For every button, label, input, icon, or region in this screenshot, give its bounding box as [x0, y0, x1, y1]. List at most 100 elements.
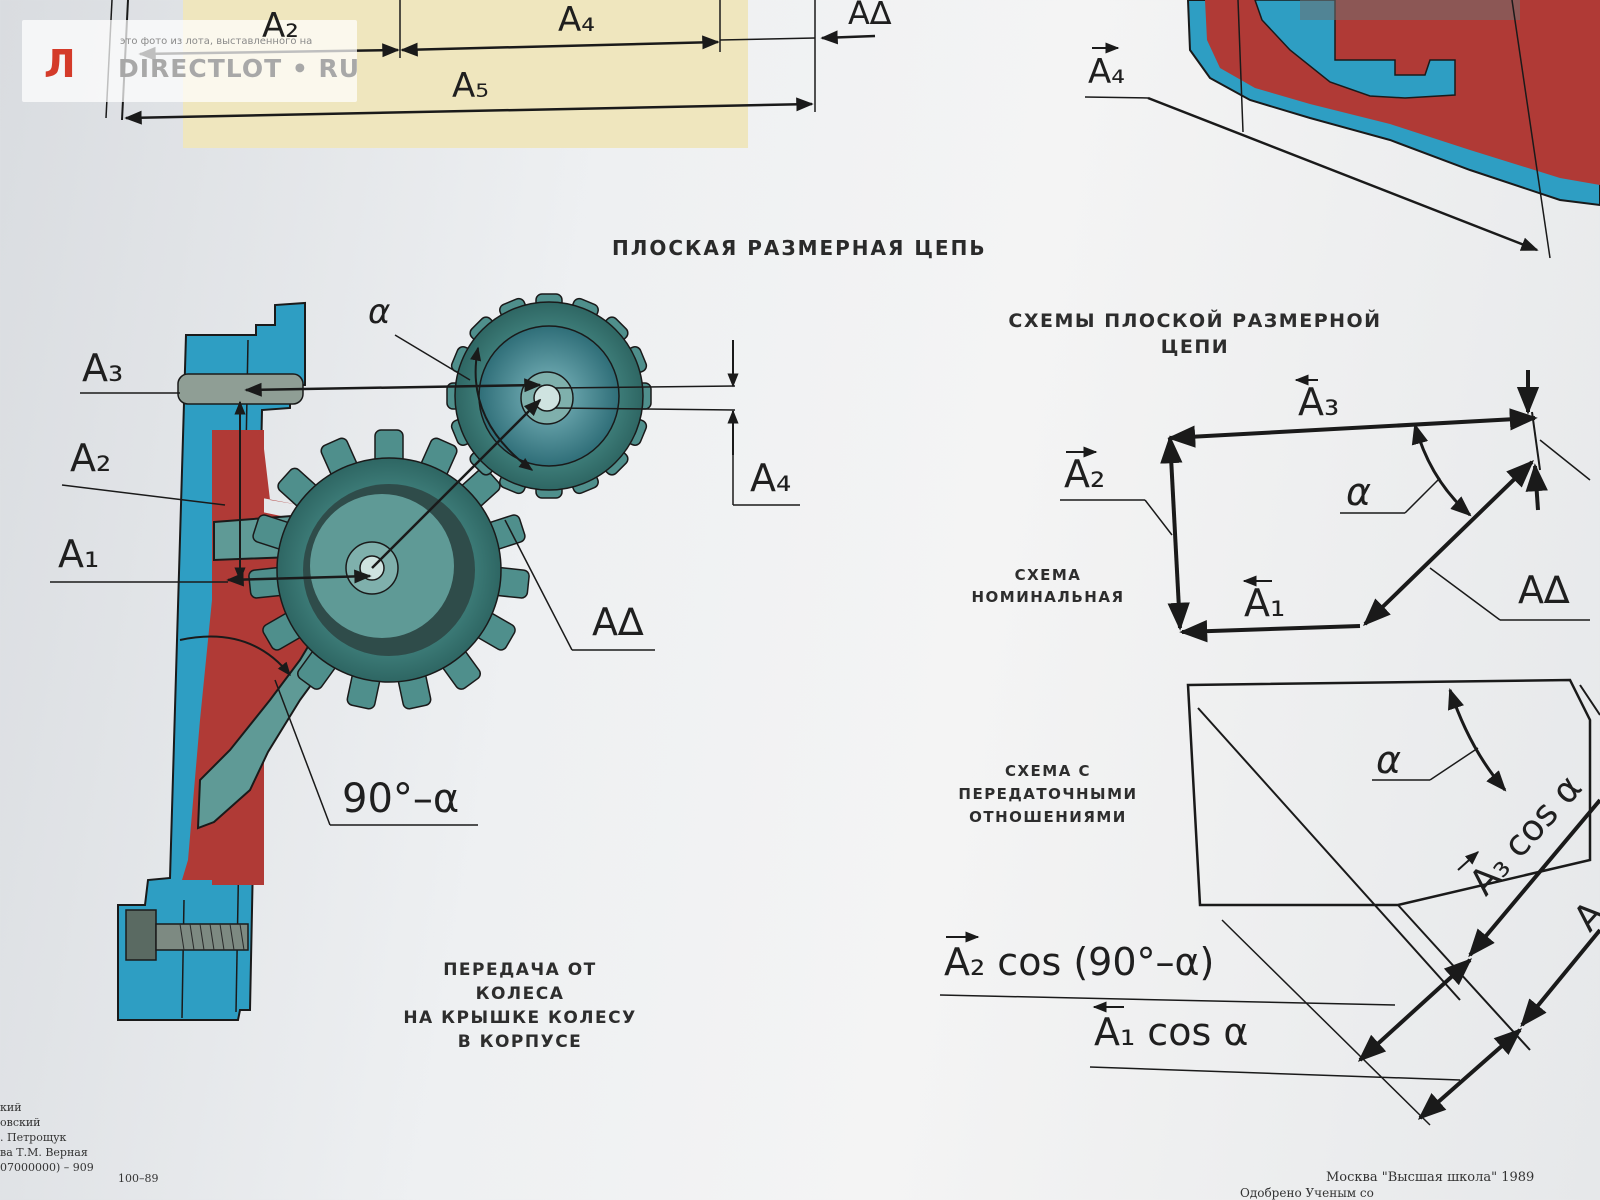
gear-caption-line1: ПЕРЕДАЧА ОТ КОЛЕСА	[443, 960, 597, 1004]
footer-publisher: Москва "Высшая школа" 1989	[1326, 1170, 1535, 1185]
schemes-heading: СХЕМЫ ПЛОСКОЙ РАЗМЕРНОЙ ЦЕПИ	[995, 308, 1395, 360]
housing-joint-line	[181, 899, 185, 1019]
alpha-arc	[470, 346, 534, 471]
label-top-a-delta: A∆	[848, 0, 892, 32]
scheme-a2-leader	[1144, 499, 1173, 536]
label-a1: A₁	[58, 532, 100, 576]
blue-insert	[1254, 0, 1456, 99]
footer-credit-line: кий	[0, 1101, 22, 1114]
label-angle-90: 90°–α	[342, 776, 460, 822]
ext-line-r2	[1511, 0, 1551, 259]
ratio-a2cos-line	[1357, 958, 1473, 1062]
scheme-alpha-leader	[1404, 477, 1441, 514]
gear-caption-line2: НА КРЫШКЕ КОЛЕСУ	[403, 1008, 637, 1028]
ratio-label-a2cos: A₂ cos (90°–α)	[944, 940, 1215, 984]
footer-credits: кий овский . Петрощук ва Т.М. Верная 070…	[0, 1100, 94, 1175]
nominal-caption-line2: НОМИНАЛЬНАЯ	[971, 588, 1125, 606]
scheme-a4-leader	[1539, 439, 1591, 481]
scheme-a-delta-leader	[1429, 567, 1501, 621]
ratio-polygon	[1186, 678, 1592, 907]
footer-credit-line: . Петрощук	[0, 1131, 67, 1144]
schemes-heading-line1: СХЕМЫ ПЛОСКОЙ РАЗМЕРНОЙ	[1008, 310, 1382, 332]
gear-caption: ПЕРЕДАЧА ОТ КОЛЕСА НА КРЫШКЕ КОЛЕСУ В КО…	[400, 958, 640, 1054]
leader-a4-vector	[1084, 96, 1149, 99]
main-heading: ПЛОСКАЯ РАЗМЕРНАЯ ЦЕПЬ	[612, 236, 987, 260]
gear-caption-line3: В КОРПУСЕ	[457, 1032, 583, 1052]
ratio-scheme	[939, 678, 1600, 1126]
schemes-heading-line2: ЦЕПИ	[1160, 336, 1230, 358]
angle-90-leader	[274, 679, 331, 826]
footer-code: 100–89	[118, 1172, 159, 1185]
lower-gear	[248, 429, 530, 710]
top-right-part	[1084, 0, 1600, 259]
scheme-label-a1: A₁	[1244, 581, 1286, 625]
dim-line-a4-vector	[1147, 96, 1539, 252]
shadow-strip	[1300, 0, 1520, 20]
scheme-label-alpha: α	[1346, 470, 1372, 514]
watermark-logo-icon: Л	[44, 42, 76, 86]
ratio-a3cos-line	[1468, 798, 1600, 958]
scheme-a4-gap	[1531, 411, 1541, 471]
label-a3: A₃	[82, 346, 124, 390]
bolt-thread	[179, 923, 245, 951]
gear-assembly	[50, 293, 800, 1021]
watermark-note: это фото из лота, выставленного на	[120, 36, 313, 47]
scheme-a2-line	[1160, 435, 1190, 631]
dim-line-a-delta	[820, 30, 876, 45]
alpha-leader	[394, 334, 471, 381]
dim-line-a5	[124, 97, 814, 125]
label-a4: A₄	[750, 456, 792, 500]
bolt-head	[125, 909, 157, 961]
ratio-label-a1cos: A₁ cos α	[1094, 1010, 1249, 1054]
scheme-label-a-delta: A∆	[1518, 568, 1570, 612]
label-alpha: α	[368, 292, 391, 332]
ext-a4-top	[554, 385, 736, 389]
ratio-alpha-arc	[1448, 688, 1507, 792]
label-top-a4: A₄	[558, 0, 595, 40]
scheme-alpha-arc	[1411, 422, 1472, 517]
scheme-a4-arrow-bottom	[1525, 463, 1548, 511]
label-top-a2: A₂	[262, 6, 299, 46]
leader-a2cos	[939, 994, 1396, 1006]
angle-90-arc	[179, 635, 291, 677]
ratio-ext-line	[1221, 919, 1431, 1126]
dim-line-gap	[719, 37, 816, 41]
scheme-a1-line	[1179, 619, 1361, 643]
nominal-scheme	[1060, 370, 1591, 643]
ratio-a-edge-line	[1520, 928, 1600, 1028]
footer-credit-line: ва Т.М. Верная	[0, 1146, 88, 1159]
vector-bar-a3cos	[1457, 851, 1480, 871]
label-top-a5: A₅	[452, 66, 489, 106]
ratio-caption: СХЕМА С ПЕРЕДАТОЧНЫМИ ОТНОШЕНИЯМИ	[948, 760, 1148, 829]
nominal-caption: СХЕМА НОМИНАЛЬНАЯ	[968, 564, 1128, 608]
ratio-caption-line1: СХЕМА С	[1004, 762, 1092, 780]
label-top-a4-vector: A₄	[1088, 52, 1125, 92]
ext-a4-bottom	[554, 407, 736, 411]
ratio-alpha-leader	[1429, 747, 1479, 781]
leader-a2	[61, 484, 226, 506]
ratio-diagonal-2	[1397, 904, 1531, 1051]
watermark-brand: DIRECTLOT • RU	[118, 54, 361, 83]
ratio-caption-line2: ПЕРЕДАТОЧНЫМИ	[958, 785, 1138, 803]
dim-line-a4	[400, 35, 720, 57]
scheme-a3-line	[1167, 408, 1538, 448]
leader-a1cos	[1089, 1066, 1461, 1081]
ratio-label-alpha: α	[1376, 738, 1402, 782]
a-delta-leader	[504, 519, 573, 651]
ratio-a1cos-line	[1417, 1028, 1523, 1120]
label-a2: A₂	[70, 436, 112, 480]
ratio-diagonal-1	[1197, 707, 1461, 1001]
ext-line-r1	[1237, 0, 1244, 133]
dim-a1-line	[226, 569, 372, 587]
nominal-caption-line1: СХЕМА	[1014, 566, 1082, 584]
footer-credit-line: овский	[0, 1116, 41, 1129]
scheme-a-delta-line	[1362, 460, 1535, 626]
ratio-edge	[1579, 684, 1600, 716]
watermark-box: Л это фото из лота, выставленного на DIR…	[22, 20, 361, 102]
scheme-label-a2: A₂	[1064, 452, 1106, 496]
footer-approval: Одобрено Ученым со	[1240, 1186, 1374, 1200]
footer-credit-line: 07000000) – 909	[0, 1161, 94, 1174]
ratio-caption-line3: ОТНОШЕНИЯМИ	[969, 808, 1127, 826]
scheme-label-a3: A₃	[1298, 380, 1340, 424]
